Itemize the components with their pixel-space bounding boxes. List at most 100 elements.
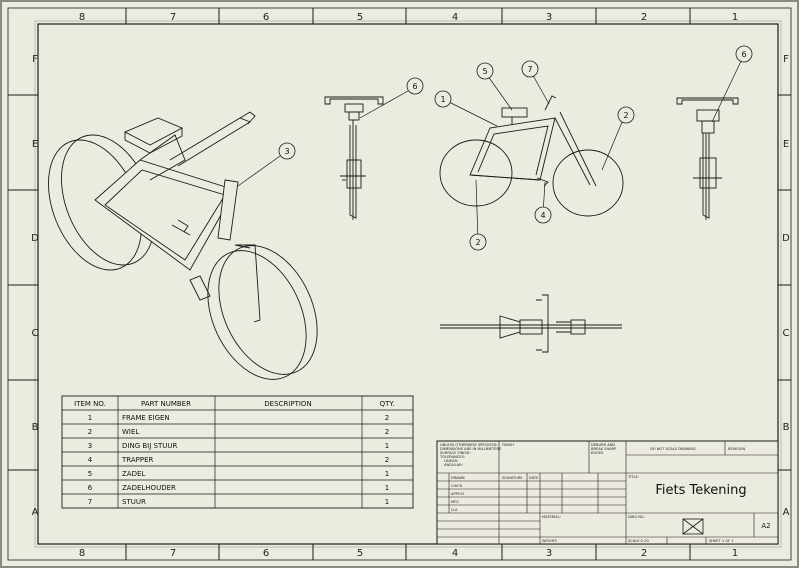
tb-row-label: CHK'D bbox=[451, 484, 463, 488]
zone-col-bottom: 6 bbox=[263, 548, 269, 559]
tb-scale: SCALE:1:20 bbox=[628, 539, 650, 543]
tb-dwg-no: DWG NO. bbox=[628, 515, 645, 519]
sheet-border bbox=[7, 7, 792, 561]
bom-cell-qty: 1 bbox=[385, 484, 389, 492]
tb-note-line: UNLESS OTHERWISE SPECIFIED: bbox=[440, 443, 498, 447]
bom-header-desc: DESCRIPTION bbox=[264, 400, 311, 408]
bom-cell-qty: 1 bbox=[385, 498, 389, 506]
tb-deburr: BREAK SHARP bbox=[591, 447, 617, 451]
zone-col-bottom: 2 bbox=[641, 548, 647, 559]
tb-signature: SIGNATURE bbox=[502, 476, 523, 480]
zone-labels: 8 7 6 5 4 3 2 1 8 7 6 5 4 3 2 1 F E D C … bbox=[31, 12, 790, 559]
bom-cell-item: 7 bbox=[88, 498, 92, 506]
balloon-circle bbox=[617, 106, 635, 124]
zone-col-top: 2 bbox=[641, 12, 647, 23]
bom-cell-part: DING BIJ STUUR bbox=[122, 442, 177, 450]
bom-cell-item: 4 bbox=[88, 456, 93, 464]
bom-table: ITEM NO. PART NUMBER DESCRIPTION QTY. 1 … bbox=[61, 395, 414, 509]
balloon-4: 4 bbox=[540, 211, 545, 220]
bom-cell-item: 6 bbox=[88, 484, 93, 492]
bom-cell-part: ZADEL bbox=[122, 470, 145, 478]
bom-cell-part: STUUR bbox=[122, 498, 146, 506]
zone-row-left: D bbox=[31, 233, 39, 244]
tb-deburr: DEBURR AND bbox=[591, 443, 615, 447]
rear-view bbox=[676, 97, 739, 220]
side-view bbox=[439, 95, 624, 217]
tb-deburr: EDGES bbox=[591, 451, 604, 455]
zone-row-left: A bbox=[32, 507, 39, 518]
title-block: UNLESS OTHERWISE SPECIFIED: DIMENSIONS A… bbox=[436, 440, 779, 545]
zone-row-left: B bbox=[32, 422, 39, 433]
balloon-circle bbox=[278, 142, 296, 160]
bom-cell-qty: 1 bbox=[385, 442, 389, 450]
balloon-circle bbox=[534, 206, 552, 224]
tb-material: MATERIAL: bbox=[542, 515, 561, 519]
balloon-1: 1 bbox=[440, 95, 445, 104]
zone-row-right: C bbox=[783, 328, 790, 339]
bom-header-item: ITEM NO. bbox=[74, 400, 106, 408]
zone-row-right: A bbox=[783, 507, 790, 518]
tb-revision: REVISION bbox=[728, 447, 745, 451]
zone-row-left: C bbox=[32, 328, 39, 339]
balloon-3: 3 bbox=[284, 147, 289, 156]
tb-note-line: DIMENSIONS ARE IN MILLIMETERS bbox=[440, 447, 502, 451]
zone-row-left: E bbox=[32, 139, 38, 150]
zone-col-top: 3 bbox=[546, 12, 552, 23]
tb-row-label: APPV'D bbox=[451, 492, 464, 496]
zone-row-right: D bbox=[782, 233, 790, 244]
zone-col-top: 8 bbox=[79, 12, 85, 23]
balloon-2: 2 bbox=[475, 238, 480, 247]
bom-cell-item: 1 bbox=[88, 414, 92, 422]
zone-col-top: 5 bbox=[357, 12, 363, 23]
bom-cell-qty: 2 bbox=[385, 414, 389, 422]
bom-header-part: PART NUMBER bbox=[141, 400, 191, 408]
bom-cell-part: TRAPPER bbox=[121, 456, 154, 464]
tb-note-line: TOLERANCES: bbox=[439, 455, 465, 459]
balloon-6: 6 bbox=[741, 50, 746, 59]
leaders bbox=[237, 54, 745, 242]
zone-col-bottom: 3 bbox=[546, 548, 552, 559]
bom-cell-qty: 2 bbox=[385, 428, 389, 436]
zone-col-bottom: 4 bbox=[452, 548, 458, 559]
bom-header-qty: QTY. bbox=[380, 400, 395, 408]
tb-note-line: ANGULAR: bbox=[444, 463, 463, 467]
tb-note-line: SURFACE FINISH: bbox=[440, 451, 471, 455]
balloon-circle bbox=[469, 233, 487, 251]
balloon-circle bbox=[476, 62, 494, 80]
balloon-circle bbox=[406, 77, 424, 95]
bom-cell-part: ZADELHOUDER bbox=[122, 484, 176, 492]
tb-title-label: TITLE: bbox=[627, 475, 639, 479]
balloon-circle bbox=[521, 60, 539, 78]
zone-col-top: 6 bbox=[263, 12, 269, 23]
zone-row-right: F bbox=[783, 54, 789, 65]
zone-col-bottom: 8 bbox=[79, 548, 85, 559]
bom-cell-item: 2 bbox=[88, 428, 92, 436]
dwg-placeholder-icon bbox=[682, 518, 704, 535]
top-view bbox=[440, 294, 622, 353]
sheet-size: A2 bbox=[761, 522, 770, 530]
bom-cell-item: 5 bbox=[88, 470, 92, 478]
tb-do-not-scale: DO NOT SCALE DRAWING bbox=[650, 447, 696, 451]
balloon-circle bbox=[735, 45, 753, 63]
zone-col-bottom: 1 bbox=[732, 548, 738, 559]
balloon-6: 6 bbox=[412, 82, 417, 91]
bom-cell-qty: 1 bbox=[385, 470, 389, 478]
isometric-view bbox=[48, 111, 318, 380]
zone-col-top: 4 bbox=[452, 12, 458, 23]
bom-cell-part: FRAME EIGEN bbox=[122, 414, 170, 422]
zone-row-left: F bbox=[32, 54, 38, 65]
tb-date: DATE bbox=[529, 476, 539, 480]
tb-row-label: MFG bbox=[451, 500, 459, 504]
tb-note-line: LINEAR: bbox=[444, 459, 458, 463]
bom-cell-item: 3 bbox=[88, 442, 92, 450]
bom-cell-qty: 2 bbox=[385, 456, 389, 464]
zone-col-top: 1 bbox=[732, 12, 738, 23]
balloon-7: 7 bbox=[527, 65, 532, 74]
balloons: 3 6 1 5 7 2 4 2 6 bbox=[278, 45, 753, 251]
balloon-circle bbox=[434, 90, 452, 108]
tb-weight: WEIGHT: bbox=[542, 539, 557, 543]
tb-row-label: DRAWN bbox=[451, 476, 465, 480]
zone-row-right: E bbox=[783, 139, 789, 150]
balloon-2: 2 bbox=[623, 111, 628, 120]
